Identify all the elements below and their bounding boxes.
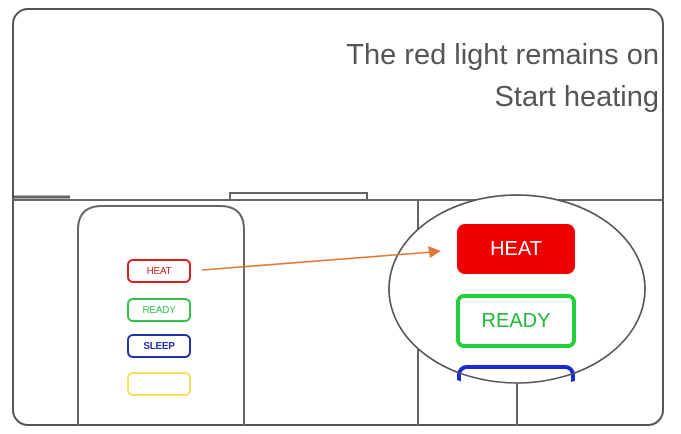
caption-line-1: The red light remains on xyxy=(346,39,659,71)
caption: The red light remains on Start heating xyxy=(346,34,659,118)
panel-sleep-indicator: SLEEP xyxy=(127,334,191,358)
panel-blank-indicator xyxy=(127,372,191,396)
top-slot xyxy=(229,192,368,200)
zoom-ready-indicator: READY xyxy=(456,294,576,348)
control-panel xyxy=(77,205,245,426)
panel-heat-indicator: HEAT xyxy=(127,259,191,283)
zoom-heat-indicator: HEAT xyxy=(457,224,575,274)
arrow-head-icon xyxy=(428,246,441,258)
caption-line-2: Start heating xyxy=(494,81,659,113)
panel-ready-indicator: READY xyxy=(127,298,191,322)
pointer-arrow xyxy=(201,251,433,271)
